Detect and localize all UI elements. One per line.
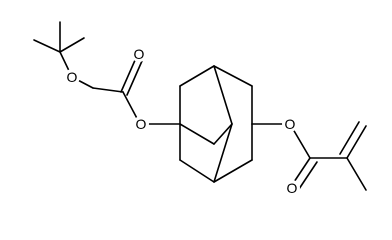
bond xyxy=(298,161,318,190)
oxygen-atom-ester-carbonyl: O xyxy=(284,180,300,196)
oxygen-atom-carbonate-ether: O xyxy=(64,69,80,85)
bond xyxy=(346,157,367,191)
atom-label-o: O xyxy=(285,116,296,132)
bond xyxy=(291,157,311,186)
bond xyxy=(59,37,85,53)
oxygen-atom-adamantyl-carbonate: O xyxy=(133,116,149,132)
bond xyxy=(213,159,253,183)
chemical-structure: O O O O O xyxy=(33,21,367,196)
bond xyxy=(213,123,233,145)
bond xyxy=(92,87,124,93)
oxygen-atom-ester-ether: O xyxy=(282,116,298,132)
bond xyxy=(213,65,253,87)
bond xyxy=(339,121,360,155)
oxygen-atom-carbonate-carbonyl: O xyxy=(131,46,147,62)
bond xyxy=(120,57,137,93)
bond xyxy=(213,123,233,183)
bond xyxy=(179,123,215,145)
atom-label-o: O xyxy=(67,69,78,85)
atom-labels: O O O O O xyxy=(64,46,300,196)
bond xyxy=(126,60,143,96)
bond xyxy=(179,159,215,183)
bond xyxy=(179,65,215,87)
atom-label-o: O xyxy=(287,180,298,196)
bond xyxy=(213,65,233,125)
bond-skeleton xyxy=(33,21,367,191)
atom-label-o: O xyxy=(136,116,147,132)
atom-label-o: O xyxy=(134,46,145,62)
bond xyxy=(33,39,61,53)
bond xyxy=(346,125,367,159)
